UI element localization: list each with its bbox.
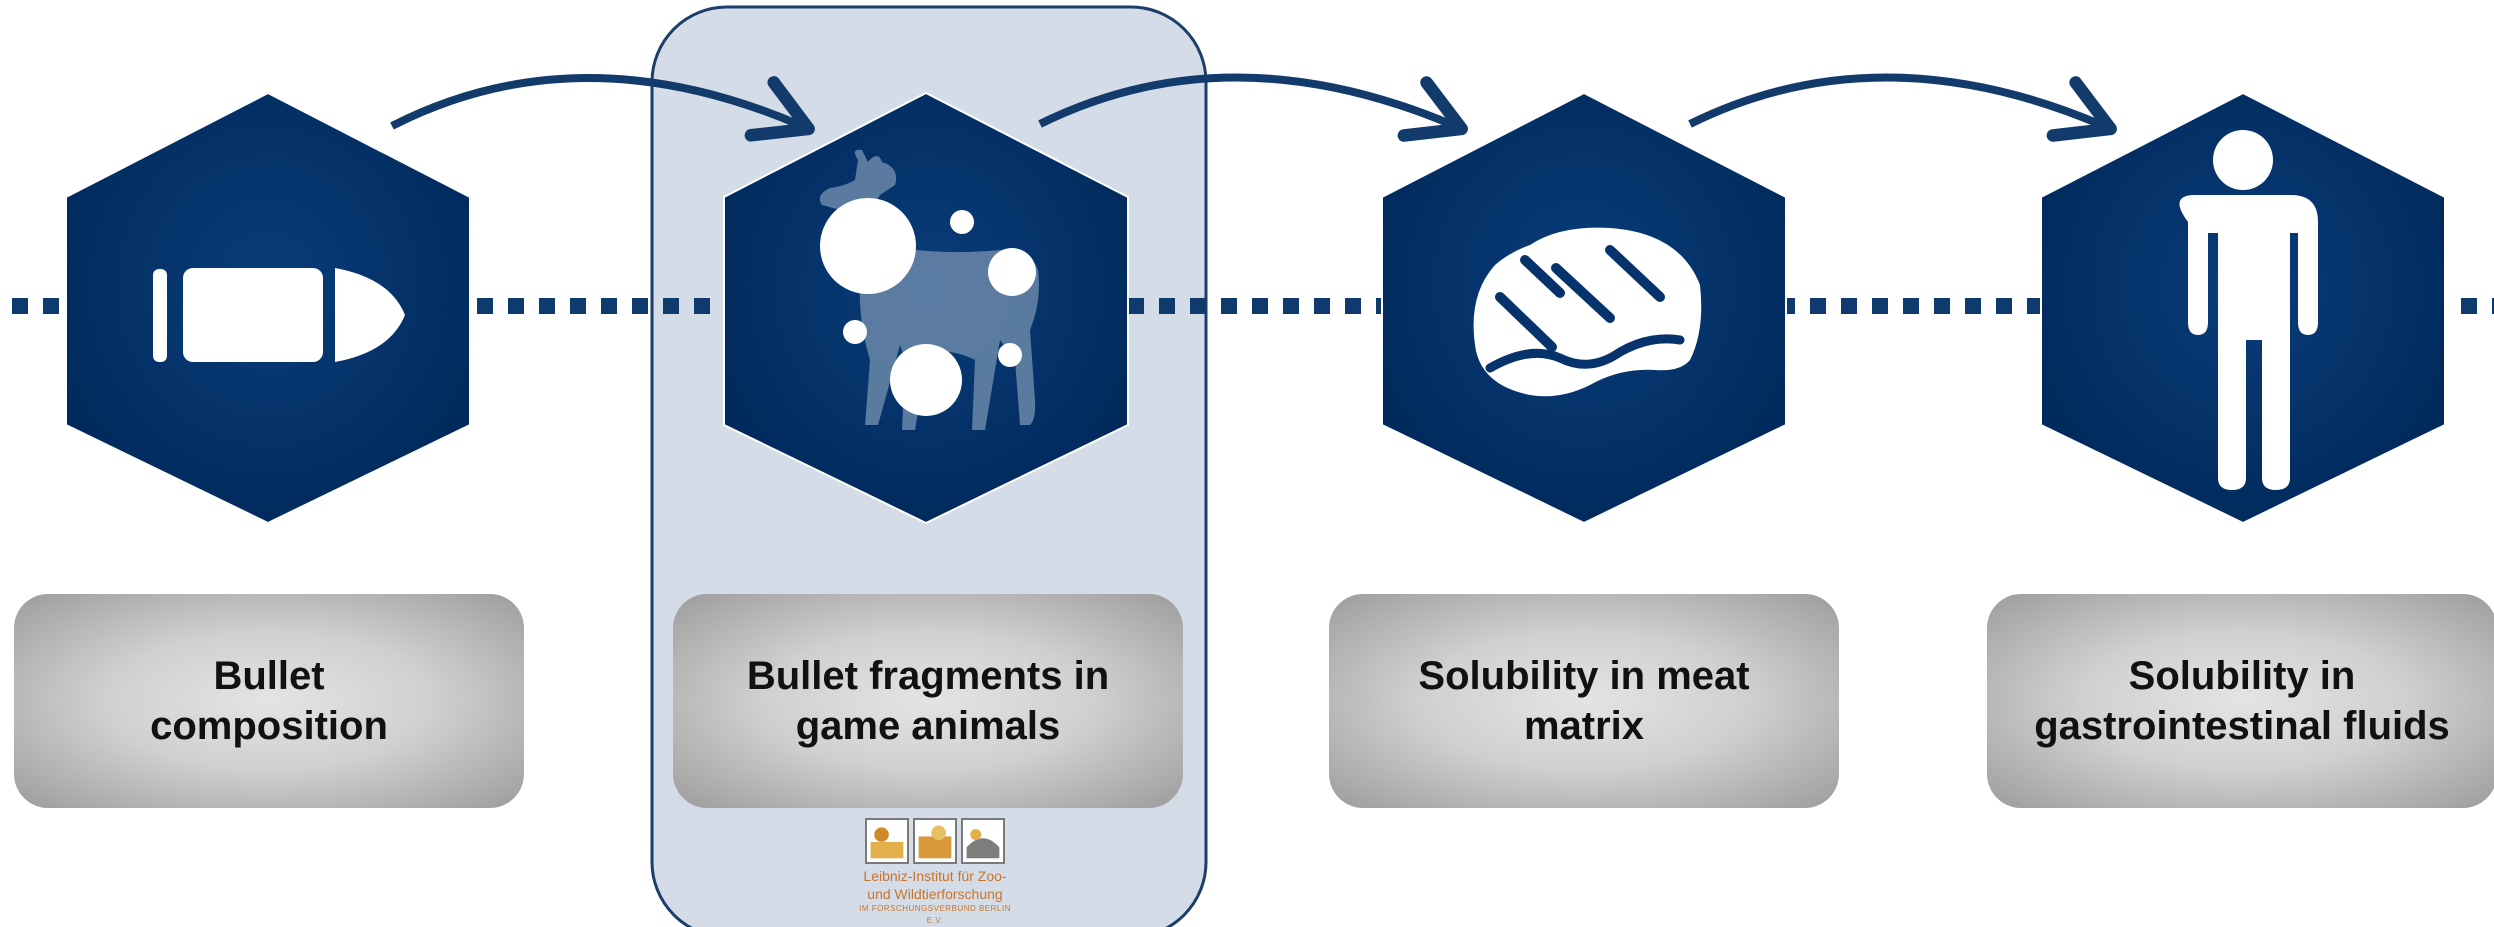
logo-text-line-3: IM FORSCHUNGSVERBUND BERLIN E.V. [859, 904, 1011, 925]
label-bullet-fragments: Bullet fragments in game animals [673, 594, 1183, 808]
label-text: Bullet composition [150, 654, 388, 748]
logo-animal-picture-3 [961, 818, 1005, 864]
logo-pictograms [855, 818, 1015, 864]
deer-fragments-icon [819, 149, 1039, 430]
label-meat-solubility: Solubility in meat matrix [1329, 594, 1839, 808]
logo-animal-picture-2 [913, 818, 957, 864]
label-bullet-composition: Bullet composition [14, 594, 524, 808]
arrow-1 [390, 74, 815, 142]
label-text: Solubility in meat matrix [1418, 654, 1750, 748]
label-text: Bullet fragments in game animals [746, 654, 1110, 748]
label-gi-solubility: Solubility in gastrointestinal fluids [1987, 594, 2494, 808]
bullet-icon [153, 268, 405, 362]
arrow-3 [1688, 73, 2117, 142]
institute-logo: Leibniz-Institut für Zoo- und Wildtierfo… [855, 818, 1015, 927]
logo-text-line-1: Leibniz-Institut für Zoo- [863, 868, 1007, 884]
person-icon [2179, 130, 2318, 490]
label-text: Solubility in gastrointestinal fluids [2034, 654, 2450, 748]
logo-text-line-2: und Wildtierforschung [867, 886, 1003, 902]
meat-icon [1473, 227, 1702, 397]
logo-animal-picture-1 [865, 818, 909, 864]
arrow-2 [1038, 73, 1468, 142]
